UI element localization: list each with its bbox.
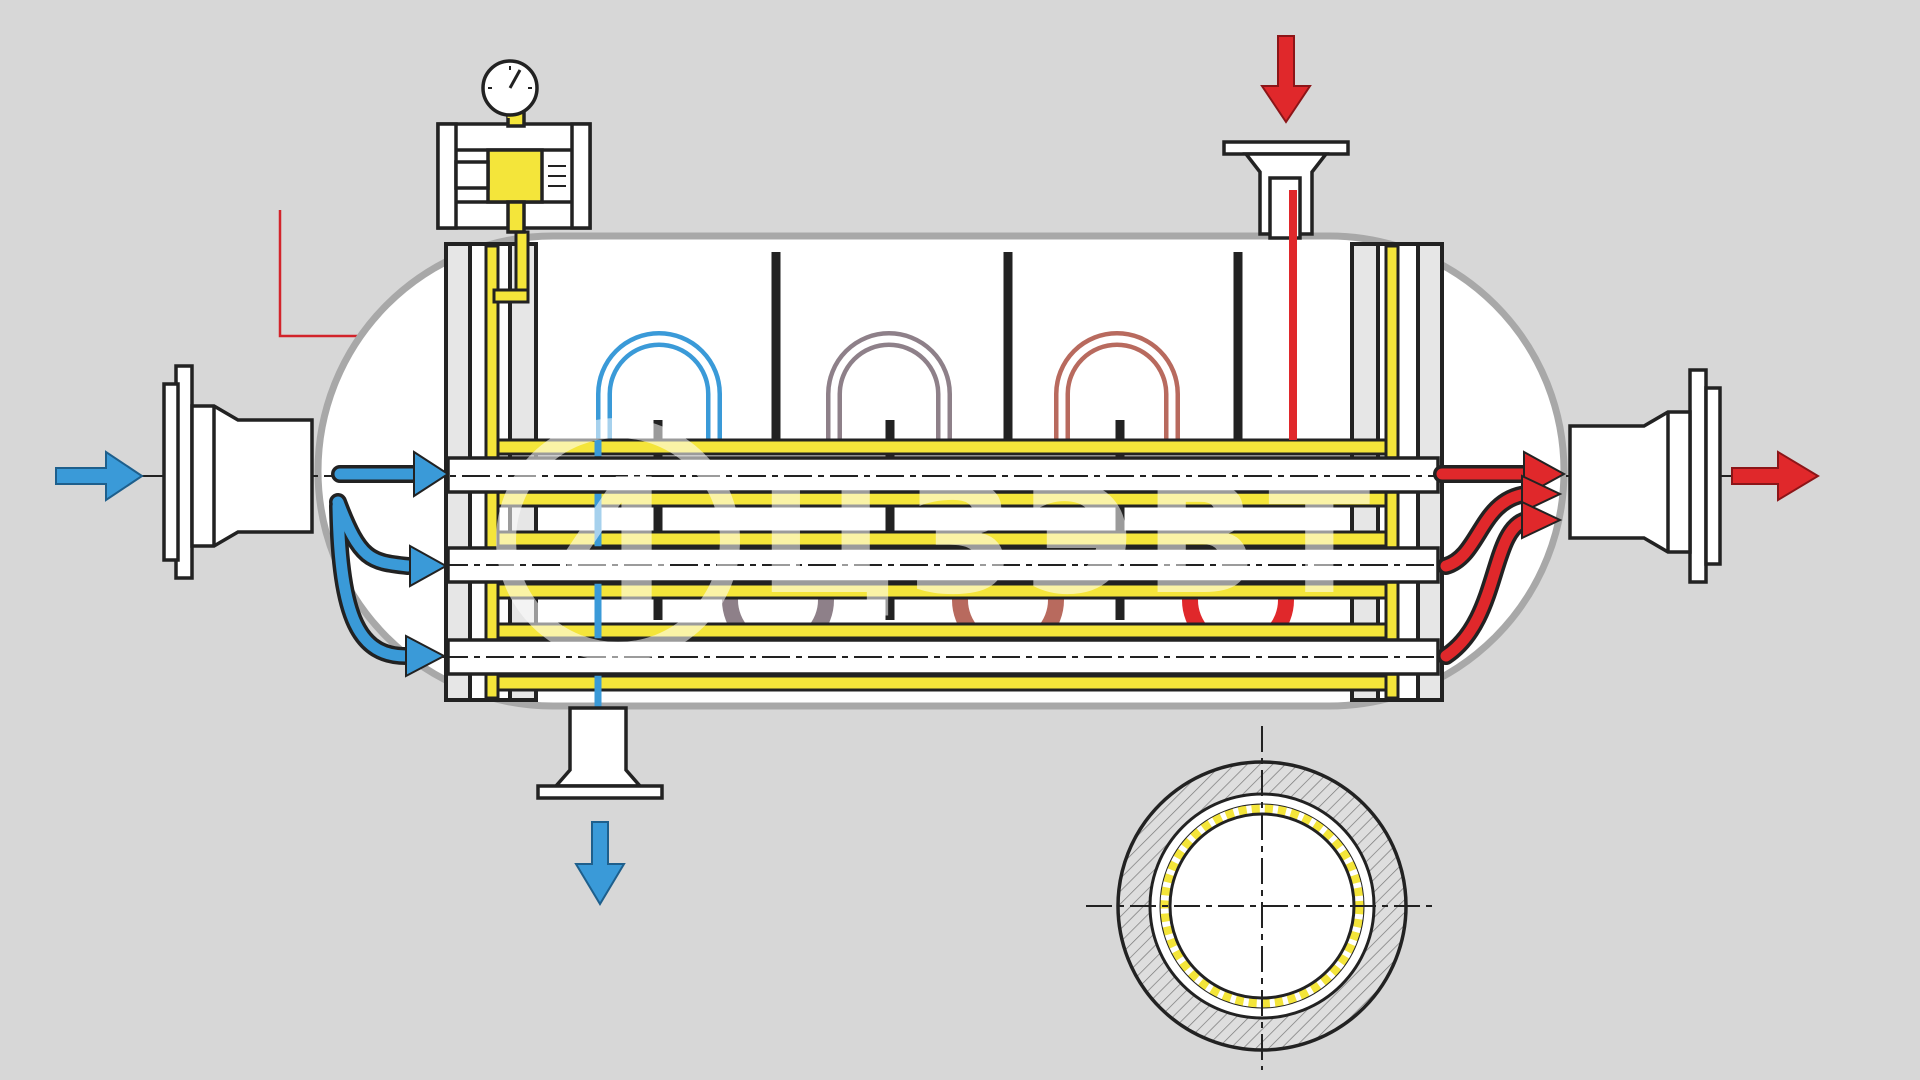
valve-assembly [436, 110, 592, 234]
cold-outlet-arrow-icon [574, 821, 626, 906]
hot-outlet-arrow-icon [1731, 450, 1820, 502]
left-inlet-nozzle [162, 364, 314, 580]
hot-flow-curves-fill [1436, 468, 1536, 662]
hot-inlet-arrow-icon [1260, 35, 1312, 124]
hot-flow-heads [1521, 450, 1567, 540]
cold-flow-curves-fill [332, 468, 426, 662]
watermark: 4 ЦЗЭВТ [496, 418, 1380, 662]
cold-inlet-arrow-icon [55, 450, 144, 502]
watermark-text: ЦЗЭВТ [758, 454, 1380, 628]
cross-section [1086, 726, 1438, 1070]
cold-flow-heads [405, 450, 450, 678]
bottom-outlet-nozzle [536, 706, 664, 800]
watermark-logo-glyph: 4 [559, 443, 677, 641]
pressure-gauge-icon [481, 59, 539, 118]
watermark-logo-icon [496, 418, 740, 662]
top-inlet-nozzle [1222, 140, 1350, 240]
coil-bends-inner [600, 335, 1176, 444]
right-outlet-nozzle [1568, 368, 1722, 584]
